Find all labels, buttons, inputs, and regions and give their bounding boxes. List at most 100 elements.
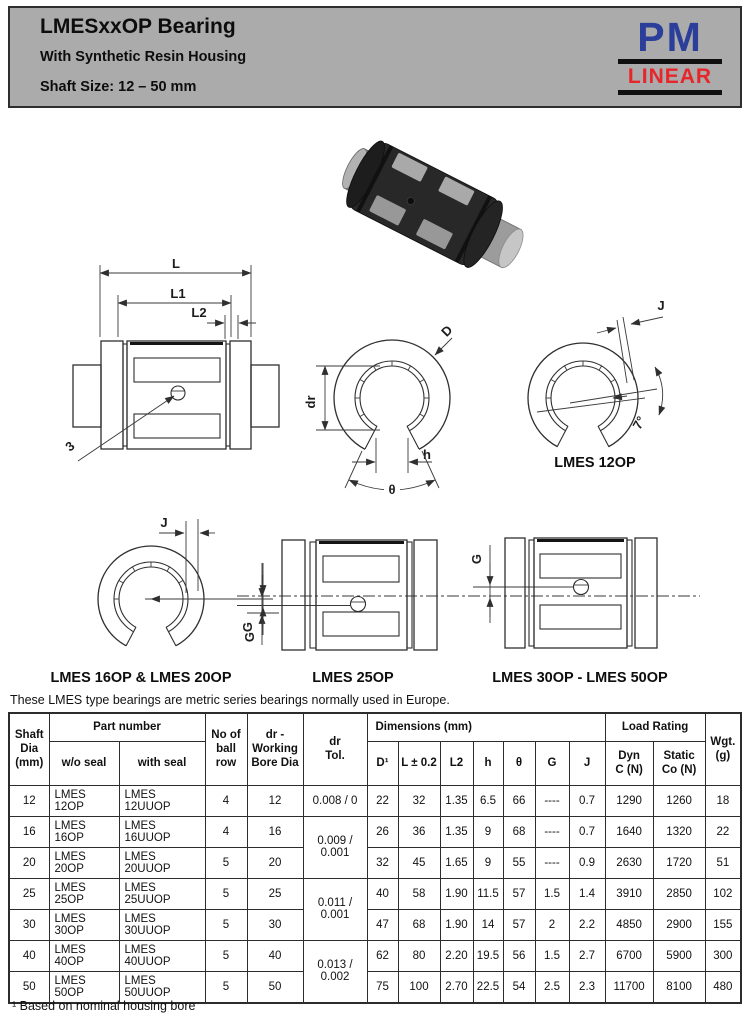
cell: 16 — [246, 815, 304, 848]
lmes30-50-drawing: G — [468, 537, 700, 649]
cell: 0.008 / 0 — [302, 784, 368, 817]
cell: 18 — [704, 784, 742, 817]
col-j: J — [568, 740, 606, 786]
table-row: 16 LMES 16OP LMES 16UUOP 4 16 0.009 / 0.… — [8, 815, 742, 879]
cell: 1.65 — [439, 846, 474, 879]
dim-label-L1: L1 — [170, 286, 185, 301]
col-l: L ± 0.2 — [397, 740, 441, 786]
cell: 20 — [246, 846, 304, 879]
shaft-size-line: Shaft Size: 12 – 50 mm — [40, 79, 197, 95]
cell: 11.5 — [472, 877, 504, 910]
cell: 25 — [246, 877, 304, 910]
pm-linear-logo: PM LINEAR — [618, 16, 722, 96]
cell: 1.35 — [439, 784, 474, 817]
cell: LMES 40UUOP — [118, 939, 206, 972]
cell: LMES 16UUOP — [118, 815, 206, 848]
cell: 54 — [502, 970, 536, 1003]
cell: 2.20 — [439, 939, 474, 972]
cell: 6700 — [604, 939, 654, 972]
cell: 51 — [704, 846, 742, 879]
cell: 26 — [366, 815, 399, 848]
col-h: h — [472, 740, 504, 786]
intro-text: These LMES type bearings are metric seri… — [10, 693, 450, 707]
logo-bar-top — [618, 59, 722, 64]
cell: 36 — [397, 815, 441, 848]
col-wo-seal: w/o seal — [48, 740, 120, 786]
cell: 16 — [8, 815, 50, 848]
cell: LMES 50UUOP — [118, 970, 206, 1003]
cell: 5 — [204, 846, 248, 879]
col-working-bore: dr - Working Bore Dia — [246, 712, 304, 786]
cell: 1260 — [652, 784, 706, 817]
table-row: 40 LMES 40OP LMES 40UUOP 5 40 0.013 / 0.… — [8, 939, 742, 1003]
dim-label-G3: G — [469, 554, 484, 564]
cell: 40 — [246, 939, 304, 972]
cell: 2.3 — [568, 970, 606, 1003]
dim-label-7deg: 7° — [629, 414, 648, 432]
table-row: 12 LMES 12OP LMES 12UUOP 4 12 0.008 / 0 … — [8, 784, 742, 817]
cell: 55 — [502, 846, 536, 879]
dim-label-L2: L2 — [191, 305, 206, 320]
cell: 32 — [366, 846, 399, 879]
cell: 4 — [204, 784, 248, 817]
header-bar: LMESxxOP Bearing With Synthetic Resin Ho… — [8, 6, 742, 108]
cell: 1.5 — [534, 939, 570, 972]
cell: 2.2 — [568, 908, 606, 941]
cell: LMES 12UUOP — [118, 784, 206, 817]
spec-table: Shaft Dia (mm) Part number No of ball ro… — [8, 712, 743, 1004]
logo-pm-text: PM — [637, 14, 703, 60]
side-view-drawing: L L1 L2 3 — [62, 256, 280, 462]
cell: 8100 — [652, 970, 706, 1003]
cell: LMES 50OP — [48, 970, 120, 1003]
cell: 2850 — [652, 877, 706, 910]
cell: 0.013 / 0.002 — [302, 939, 368, 1003]
dim-label-theta: θ — [388, 482, 395, 497]
cell: 47 — [366, 908, 399, 941]
cell: 14 — [472, 908, 504, 941]
cell: 19.5 — [472, 939, 504, 972]
col-l2: L2 — [439, 740, 474, 786]
cell: 2 — [534, 908, 570, 941]
dim-label-J2: J — [160, 515, 167, 530]
col-load-rating: Load Rating — [604, 712, 706, 742]
footnote: ¹ Based on nominal housing bore — [12, 999, 196, 1013]
cell: 30 — [246, 908, 304, 941]
cell: ---- — [534, 815, 570, 848]
cell: 80 — [397, 939, 441, 972]
dim-label-D: D — [438, 322, 455, 339]
cell: 3910 — [604, 877, 654, 910]
col-dr-tol: dr Tol. — [302, 712, 368, 786]
cell: 50 — [8, 970, 50, 1003]
cell: 11700 — [604, 970, 654, 1003]
cell: 50 — [246, 970, 304, 1003]
table-row: 50 LMES 50OP LMES 50UUOP 5 50 75 100 2.7… — [8, 970, 742, 1003]
cell: 100 — [397, 970, 441, 1003]
cell: 57 — [502, 908, 536, 941]
cell: 2.7 — [568, 939, 606, 972]
cell: 1.90 — [439, 908, 474, 941]
dim-label-dr: dr — [303, 396, 318, 409]
cell: 4 — [204, 815, 248, 848]
cell: 32 — [397, 784, 441, 817]
cell: 0.011 / 0.001 — [302, 877, 368, 941]
cell: 1640 — [604, 815, 654, 848]
cell: LMES 30UUOP — [118, 908, 206, 941]
cell: 2630 — [604, 846, 654, 879]
dim-label-L: L — [172, 256, 180, 271]
cell: 68 — [397, 908, 441, 941]
cell: 12 — [246, 784, 304, 817]
cell: 22 — [366, 784, 399, 817]
cell: 9 — [472, 846, 504, 879]
cell: 1.5 — [534, 877, 570, 910]
cell: 68 — [502, 815, 536, 848]
cell: 5 — [204, 908, 248, 941]
dim-label-3: 3 — [62, 438, 77, 454]
caption-lmes12: LMES 12OP — [554, 455, 636, 471]
cell: 5 — [204, 939, 248, 972]
cell: 12 — [8, 784, 50, 817]
caption-lmes30-50: LMES 30OP - LMES 50OP — [492, 670, 668, 686]
cell: 22.5 — [472, 970, 504, 1003]
cell: LMES 20OP — [48, 846, 120, 879]
caption-lmes16-20: LMES 16OP & LMES 20OP — [50, 670, 232, 686]
